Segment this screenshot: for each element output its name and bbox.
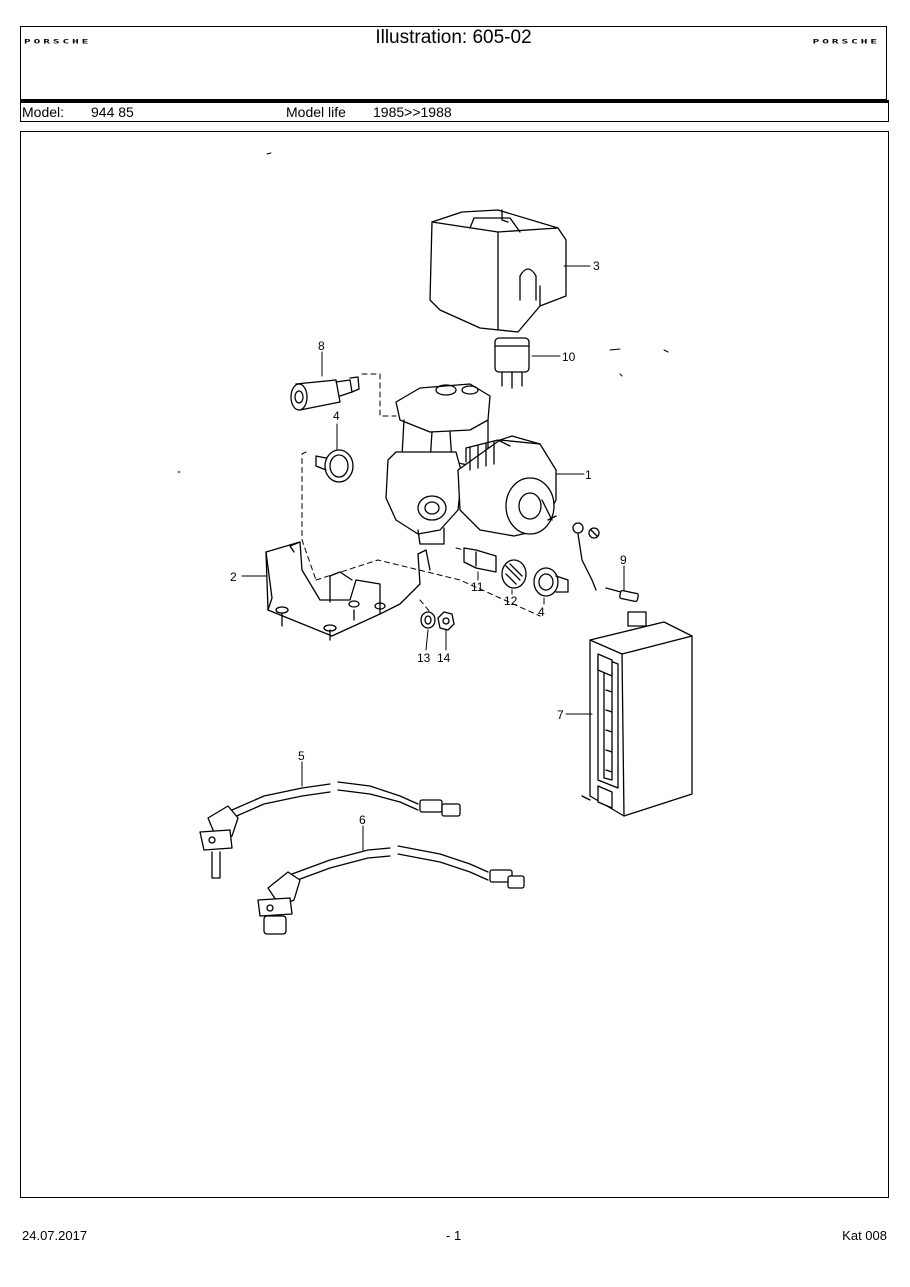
callout-1: 1 <box>585 468 592 482</box>
footer-catalog: Kat 008 <box>842 1228 887 1243</box>
callout-10: 10 <box>562 350 576 364</box>
part-2-bracket <box>265 541 431 641</box>
part-5-wheel-sensor <box>199 781 461 879</box>
model-life-label: Model life <box>286 104 346 120</box>
part-11-12-4-row <box>463 547 569 597</box>
callout-12: 12 <box>504 594 518 608</box>
part-6-wheel-sensor <box>257 845 525 935</box>
footer-date: 24.07.2017 <box>22 1228 88 1243</box>
callout-2: 2 <box>230 570 237 584</box>
callout-6: 6 <box>359 813 366 827</box>
callout-4-upper: 4 <box>333 409 340 423</box>
callout-13: 13 <box>417 651 431 665</box>
assembly-dashed-lines <box>301 373 541 617</box>
model-row: Model: 944 85 Model life 1985>>1988 <box>20 100 889 122</box>
callout-7: 7 <box>557 708 564 722</box>
callout-numbers: 3 10 1 8 4 2 9 11 12 4 13 14 7 5 6 <box>230 259 627 827</box>
callout-9: 9 <box>620 553 627 567</box>
model-value: 944 85 <box>91 104 134 120</box>
callout-5: 5 <box>298 749 305 763</box>
part-9-ground-wire <box>572 522 639 603</box>
brand-logo-left: PORSCHE <box>24 38 92 46</box>
drawing-frame <box>20 131 889 1198</box>
part-1-hydraulic-unit <box>385 383 557 545</box>
callout-11: 11 <box>471 580 484 594</box>
callout-14: 14 <box>437 651 451 665</box>
part-13-14-washer-nut <box>420 611 455 631</box>
part-8-sensor <box>290 376 360 411</box>
brand-logo-right: PORSCHE <box>812 38 880 46</box>
model-label: Model: <box>22 104 65 120</box>
illustration-title: Illustration: 605-02 <box>375 27 532 48</box>
scan-marks <box>177 152 669 473</box>
callout-leader-lines <box>241 265 625 851</box>
part-3-cover <box>429 209 567 333</box>
footer-page-number: - 1 <box>446 1228 462 1243</box>
callout-4-lower: 4 <box>538 605 545 619</box>
part-7-control-unit <box>581 611 693 817</box>
model-life-value: 1985>>1988 <box>373 104 452 120</box>
header-box: PORSCHE Illustration: 605-02 PORSCHE <box>20 26 887 100</box>
part-4-upper-cup <box>315 449 354 483</box>
callout-3: 3 <box>593 259 600 273</box>
part-10-relay <box>494 337 530 389</box>
callout-8: 8 <box>318 339 325 353</box>
